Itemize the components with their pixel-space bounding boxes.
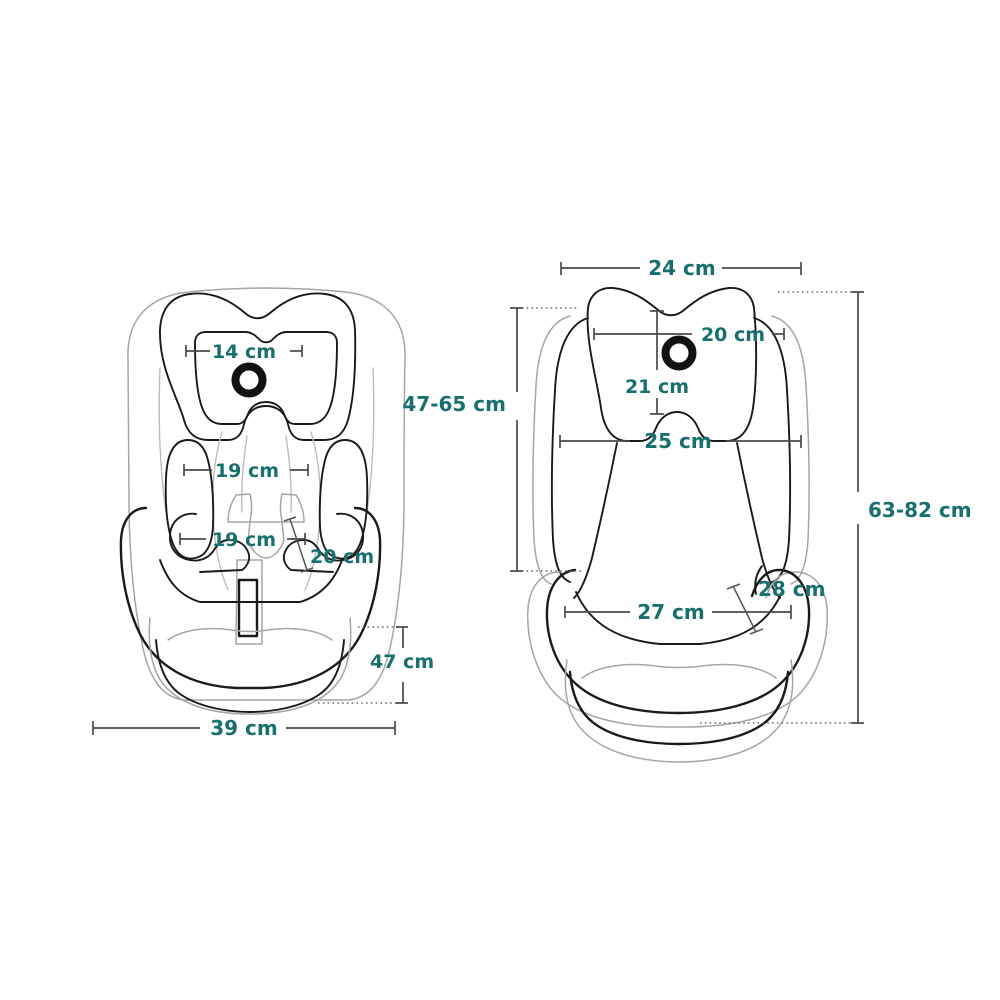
label-base-height: 47 cm — [370, 651, 434, 673]
buckle-center — [247, 521, 285, 559]
rear-base-dark — [568, 670, 790, 746]
rear-back-right — [753, 317, 791, 583]
wing-right-light — [366, 367, 375, 513]
crotch-strap-light — [235, 559, 263, 645]
dimension-backrest-height: 47-65 cm — [402, 307, 582, 572]
rear-panel-left — [573, 442, 618, 599]
wing-left-light — [158, 367, 167, 513]
rear-base-light-curve — [581, 663, 777, 679]
rear-view-drawing: 24 cm 20 cm 21 cm 25 cm — [402, 256, 972, 763]
shell-outline — [127, 287, 406, 701]
label-headrest-height: 21 cm — [625, 376, 689, 398]
label-seat-diagonal: 28 cm — [758, 577, 826, 601]
label-headrest-width: 14 cm — [212, 341, 276, 363]
seat-base-outer — [119, 506, 382, 690]
rear-base-light — [564, 659, 794, 763]
label-shoulder-width: 19 cm — [215, 460, 279, 482]
rear-seat-dark-outer — [545, 568, 811, 715]
dimension-headrest-top-width: 24 cm — [560, 256, 802, 280]
crotch-strap-dark — [237, 578, 259, 638]
label-seat-width: 27 cm — [637, 600, 705, 624]
dimension-shoulder-width: 19 cm — [183, 460, 309, 482]
rear-seat-light-outer — [526, 571, 829, 728]
base-lower-curve — [167, 627, 333, 641]
rear-headrest-adjust-indicator-icon — [661, 335, 697, 371]
rear-shell-right — [771, 315, 810, 585]
label-overall-width: 39 cm — [210, 716, 278, 740]
label-seat-depth-diagonal: 20 cm — [310, 546, 374, 568]
headrest-outline — [159, 292, 357, 441]
label-backrest-width: 25 cm — [644, 429, 712, 453]
seat-arm-right — [282, 512, 364, 573]
rear-shell-left — [532, 315, 571, 585]
rear-back-left — [551, 317, 589, 583]
dimension-seat-depth-diagonal: 20 cm — [283, 516, 374, 573]
torso-inner-right — [285, 435, 292, 513]
label-headrest-inner-width: 20 cm — [701, 324, 765, 346]
base-lower-light — [148, 617, 352, 715]
dimension-backrest-width: 25 cm — [559, 429, 802, 453]
dimension-headrest-inner-width: 20 cm — [593, 324, 785, 346]
seat-base-inner-line — [159, 559, 343, 603]
bolster-right — [318, 439, 369, 560]
dimension-seat-inner-width: 19 cm — [179, 529, 306, 551]
rear-seat-notch — [754, 565, 763, 595]
dimension-overall-width: 39 cm — [92, 716, 396, 740]
label-seat-inner-width: 19 cm — [212, 529, 276, 551]
bolster-left — [164, 439, 215, 560]
headrest-adjust-indicator-icon — [231, 362, 267, 398]
dimension-seat-width: 27 cm — [564, 600, 792, 624]
headrest-inner-pad — [194, 331, 338, 425]
front-view-drawing: 14 cm 19 cm 19 cm 20 cm — [92, 287, 434, 740]
dimension-headrest-height: 21 cm — [625, 310, 689, 415]
label-backrest-height: 47-65 cm — [402, 392, 506, 416]
rear-seat-inner-line — [575, 591, 783, 645]
dimension-headrest-width: 14 cm — [185, 341, 303, 363]
base-bottom-dark — [155, 639, 345, 713]
dimension-overall-height: 63-82 cm — [700, 291, 972, 724]
label-headrest-top-width: 24 cm — [648, 256, 716, 280]
torso-inner-left — [241, 435, 248, 513]
label-overall-height: 63-82 cm — [868, 498, 972, 522]
seat-arm-left — [169, 512, 251, 573]
dimension-seat-diagonal: 28 cm — [726, 577, 826, 635]
dimension-base-height: 47 cm — [318, 626, 434, 704]
rear-panel-right — [736, 442, 781, 599]
